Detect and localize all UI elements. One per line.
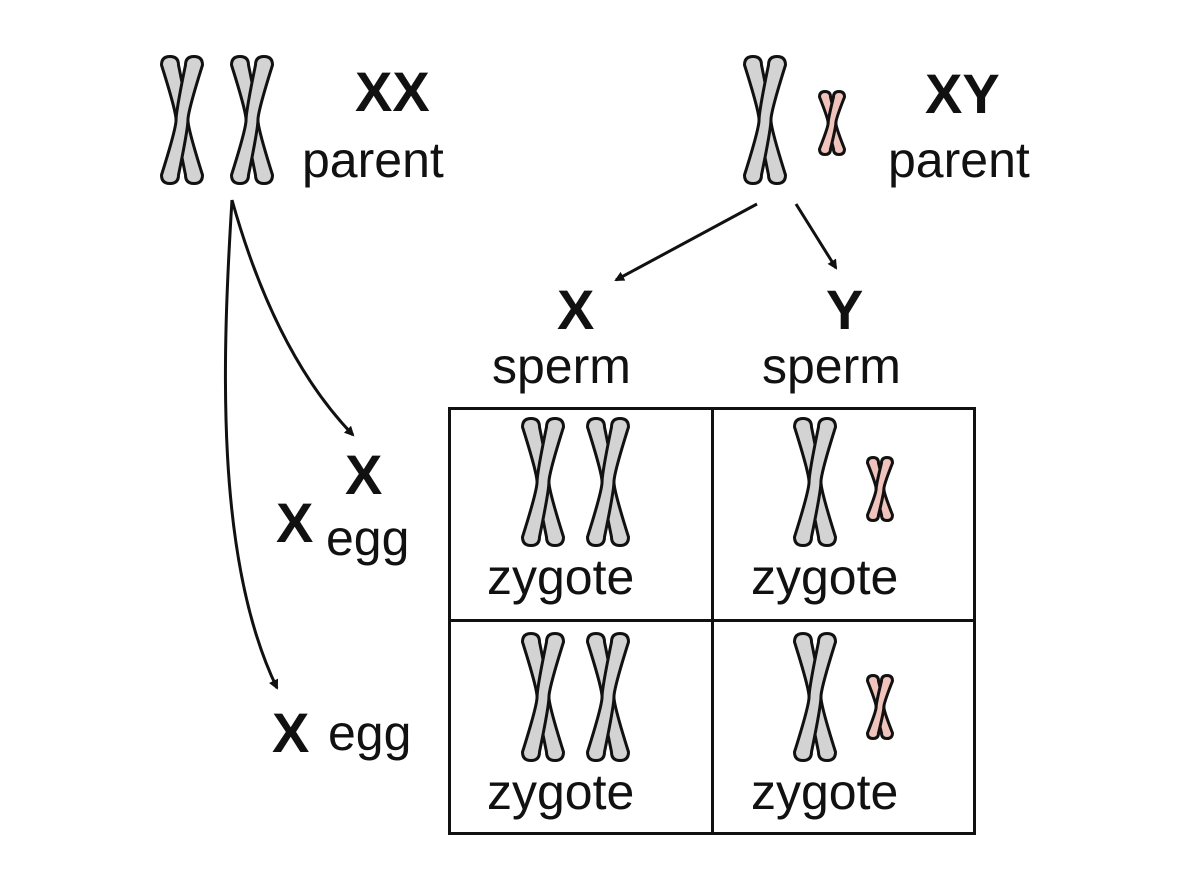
x-chromosome-icon	[743, 55, 787, 185]
zygote-label-top-right: zygote	[751, 549, 899, 605]
arrow-to-bottom-egg	[223, 199, 279, 690]
zygote-label-bottom-left: zygote	[487, 764, 635, 820]
x-chromosome-icon	[586, 417, 630, 547]
x-chromosome-icon	[521, 632, 565, 762]
x-chromosome-icon	[521, 417, 565, 547]
x-sperm-chromosome: X	[557, 278, 595, 341]
xx-parent-label: parent	[302, 132, 444, 188]
zygote-xx-bottom-chromosomes	[521, 632, 630, 762]
x-chromosome-icon	[793, 632, 837, 762]
zygote-xy-bottom-chromosomes	[793, 632, 894, 762]
chromosome-arm	[866, 674, 894, 740]
y-chromosome-icon	[866, 674, 894, 740]
x-chromosome-icon	[230, 55, 274, 185]
arrow-to-x-sperm	[614, 202, 758, 282]
chromosome-arm	[793, 417, 837, 547]
arrow-to-y-sperm	[794, 203, 838, 270]
chromosome-arm	[160, 55, 204, 185]
chromosome-arm	[521, 417, 565, 547]
x-chromosome-icon	[160, 55, 204, 185]
xy-parent-label: parent	[888, 132, 1030, 188]
chromosome-arm	[866, 456, 894, 522]
chromosome-arm	[793, 632, 837, 762]
inheritance-arrows	[223, 199, 838, 690]
arrow-to-top-egg	[230, 199, 355, 437]
punnett-horizontal-divider	[448, 619, 976, 622]
y-sperm-chromosome: Y	[826, 278, 864, 341]
xy-parent-genotype: XY	[925, 62, 1000, 125]
chromosome-arm	[586, 632, 630, 762]
y-sperm-label: sperm	[762, 338, 901, 394]
chromosome-arm	[521, 632, 565, 762]
y-chromosome-icon	[866, 456, 894, 522]
top-egg-small-x: X	[345, 443, 383, 506]
xx-parent-genotype: XX	[355, 60, 430, 123]
zygote-label-bottom-right: zygote	[751, 764, 899, 820]
xx-parent-chromosomes	[160, 55, 274, 185]
xy-parent-chromosomes	[743, 55, 846, 185]
zygote-xy-top-chromosomes	[793, 417, 894, 547]
top-egg-chromosome: X	[276, 491, 314, 554]
chromosome-arm	[743, 55, 787, 185]
x-sperm-label: sperm	[492, 338, 631, 394]
zygote-xx-top-chromosomes	[521, 417, 630, 547]
top-egg-label: egg	[326, 510, 410, 566]
y-chromosome-icon	[818, 90, 846, 156]
chromosome-arm	[230, 55, 274, 185]
x-chromosome-icon	[793, 417, 837, 547]
chromosome-arm	[586, 417, 630, 547]
x-chromosome-icon	[586, 632, 630, 762]
bottom-egg-chromosome: X	[272, 701, 310, 764]
zygote-label-top-left: zygote	[487, 549, 635, 605]
chromosome-arm	[818, 90, 846, 156]
bottom-egg-label: egg	[328, 705, 412, 761]
